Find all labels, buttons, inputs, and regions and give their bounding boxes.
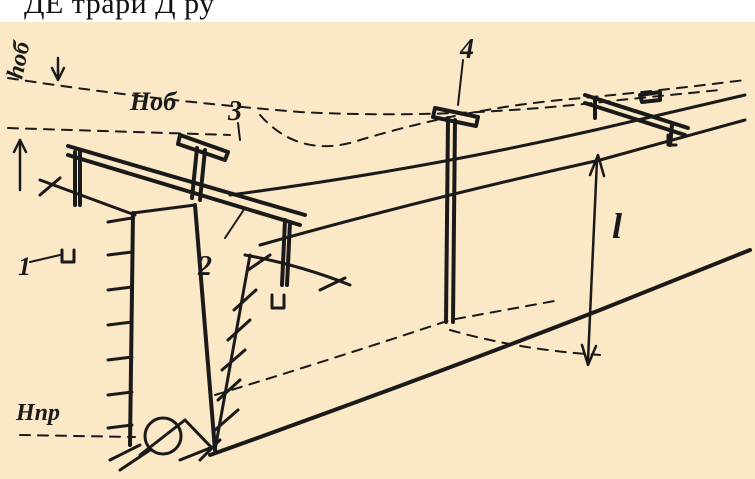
dashed-level-line-second	[7, 127, 231, 136]
header-strip: ДЕ трари Д ру	[0, 0, 755, 22]
hob-arrows	[12, 56, 66, 192]
label-2: 2	[197, 251, 212, 282]
sight-target-3	[176, 133, 230, 202]
dimension-l-arrow	[580, 153, 606, 367]
trench-top-edge	[258, 118, 747, 247]
wall-hatching	[38, 176, 347, 472]
trench-front-slope	[213, 253, 252, 452]
trench-wall-right-inner	[193, 203, 217, 452]
dashed-bottom-line	[214, 299, 561, 396]
label-4: 4	[459, 34, 474, 65]
label-1: 1	[18, 252, 31, 281]
label-3: 3	[227, 96, 242, 127]
pipe-circle	[143, 416, 183, 456]
label-H-ob: Ноб	[129, 87, 177, 116]
dashed-lower-line	[19, 434, 136, 438]
dashed-level-line-top	[7, 77, 721, 116]
pipe-cradle	[138, 418, 214, 457]
traveller-rod-4	[431, 106, 480, 324]
trench-top-lip	[131, 203, 197, 215]
paper-background	[0, 22, 755, 479]
label-H-pr: Нпр	[15, 400, 60, 426]
sight-rail-left	[66, 144, 307, 287]
pegs	[60, 133, 678, 310]
ground-edge-far	[228, 93, 747, 197]
leader-lines	[29, 59, 464, 263]
dashed-sight-curve	[259, 79, 746, 148]
sight-rail-right	[583, 90, 690, 147]
ground-edge-left	[38, 178, 137, 217]
label-l: l	[612, 206, 622, 246]
dashed-l-bottom	[449, 329, 601, 356]
trench-bottom-edge	[208, 248, 752, 457]
header-text: ДЕ трари Д ру	[24, 0, 215, 20]
